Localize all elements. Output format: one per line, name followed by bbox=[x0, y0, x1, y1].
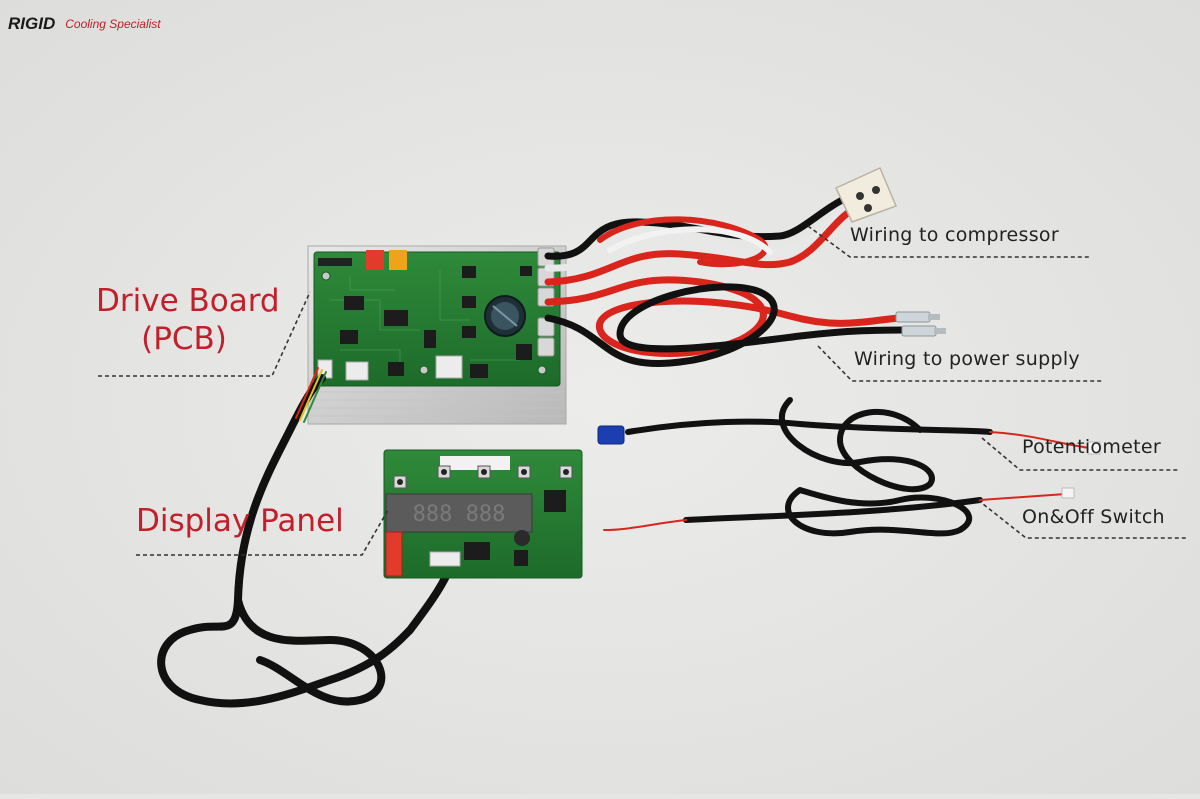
drive-board-label-line1: Drive Board bbox=[96, 283, 280, 319]
drive-board-label: Drive Board (PCB) bbox=[96, 282, 280, 358]
brand-tagline: Cooling Specialist bbox=[65, 17, 161, 31]
wiring-compressor-label: Wiring to compressor bbox=[850, 224, 1059, 246]
drive-board bbox=[307, 245, 567, 425]
brand-logo: RIGID Cooling Specialist bbox=[8, 14, 161, 34]
logo-text: RIGID bbox=[8, 14, 56, 33]
callout-lines bbox=[98, 225, 1186, 556]
blue-connector bbox=[597, 425, 625, 445]
pot-plug bbox=[1087, 441, 1101, 455]
compressor-plug bbox=[834, 166, 897, 223]
onoff-switch-label: On&Off Switch bbox=[1022, 506, 1165, 528]
display-panel-board bbox=[383, 449, 583, 579]
drive-board-label-line2: (PCB) bbox=[141, 321, 227, 357]
power-wires bbox=[544, 276, 909, 367]
switch-plug bbox=[1061, 487, 1075, 499]
spade-terminals bbox=[895, 311, 946, 337]
potentiometer-cable bbox=[625, 397, 1091, 493]
seven-segment-digits: 888 888 bbox=[413, 502, 506, 527]
display-cable bbox=[157, 367, 452, 708]
display-panel-label: Display Panel bbox=[136, 503, 344, 539]
wiring-power-label: Wiring to power supply bbox=[854, 348, 1080, 370]
compressor-wires bbox=[544, 192, 864, 286]
potentiometer-label: Potentiometer bbox=[1022, 436, 1161, 458]
onoff-cable bbox=[603, 487, 1067, 537]
